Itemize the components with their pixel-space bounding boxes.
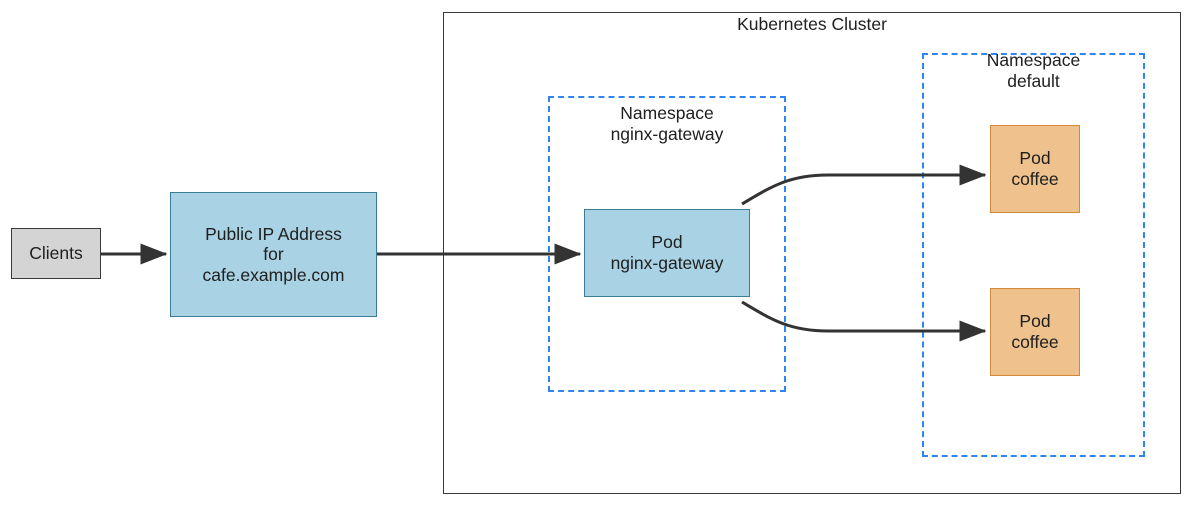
namespace-default-box	[922, 53, 1145, 457]
node-pod-coffee-2-label: Pod coffee	[1011, 311, 1059, 352]
node-pod-coffee-2[interactable]: Pod coffee	[990, 288, 1080, 376]
node-clients-label: Clients	[29, 243, 83, 264]
node-clients[interactable]: Clients	[11, 228, 101, 279]
node-public-ip-address[interactable]: Public IP Address for cafe.example.com	[170, 192, 377, 317]
node-pod-coffee-1-label: Pod coffee	[1011, 148, 1059, 189]
node-pod-nginx-gateway[interactable]: Pod nginx-gateway	[584, 209, 750, 297]
node-pod-nginx-gateway-label: Pod nginx-gateway	[610, 232, 724, 273]
namespace-default-label: Namespace default	[986, 50, 1081, 91]
namespace-nginx-gateway-label: Namespace nginx-gateway	[610, 103, 724, 144]
kubernetes-cluster-label: Kubernetes Cluster	[737, 14, 887, 34]
namespace-nginx-gateway-box	[548, 96, 786, 392]
node-public-ip-address-label: Public IP Address for cafe.example.com	[202, 223, 345, 285]
node-pod-coffee-1[interactable]: Pod coffee	[990, 125, 1080, 213]
